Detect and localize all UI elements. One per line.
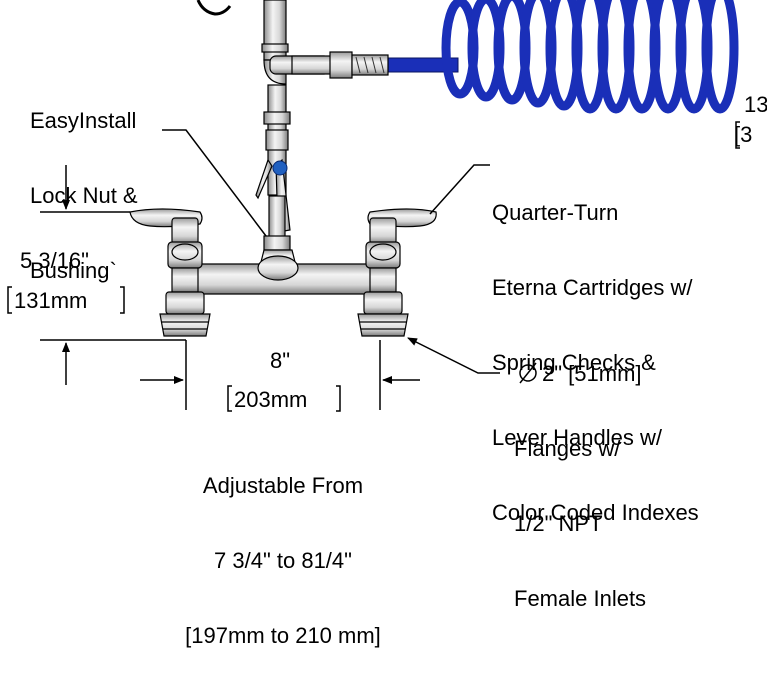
- spec-diagram: EasyInstall Lock Nut & Bushing` Quarter-…: [7, 0, 767, 648]
- lock-nut-label: EasyInstall Lock Nut & Bushing`: [30, 58, 138, 308]
- adjustable-line-1: Adjustable From: [202, 473, 364, 498]
- riser-pipe: [255, 0, 291, 251]
- bridge-pipe: [189, 249, 381, 295]
- right-valve: [357, 208, 437, 337]
- height-mm: 131mm: [14, 288, 88, 313]
- faucet-drawing: [7, 0, 740, 412]
- coiled-hose: [387, 0, 739, 114]
- mm-brackets: [7, 121, 740, 412]
- left-valve: [129, 208, 211, 337]
- hose-coil: [701, 0, 739, 114]
- flange-line-3: 1/2" NPT: [514, 511, 603, 536]
- diameter-icon: [519, 362, 537, 384]
- flange-line-2: Flanges w/: [514, 436, 621, 461]
- cartridge-line-4: Lever Handles w/: [492, 425, 662, 450]
- lock-nut-line-1: EasyInstall: [30, 108, 137, 133]
- height-inches: 5 3/16": [20, 248, 89, 273]
- cartridge-line-2: Eterna Cartridges w/: [492, 275, 693, 300]
- width-mm: 203mm: [234, 387, 308, 412]
- lock-nut-line-2: Lock Nut &: [30, 183, 138, 208]
- cut-off-value-a: 13: [744, 92, 767, 117]
- cut-off-value-b: [3: [734, 122, 753, 147]
- cropped-part-outline: [196, 0, 232, 16]
- flange-line-4: Female Inlets: [514, 586, 647, 611]
- hose-connector: [263, 51, 389, 85]
- adjustable-line-3: [197mm to 210 mm]: [185, 623, 381, 648]
- flange-size: 2" [51mm]: [542, 361, 642, 386]
- dimension-lines: [40, 129, 500, 410]
- cartridge-line-3: Spring Checks &: [492, 350, 656, 375]
- adjustable-line-2: 7 3/4" to 81/4": [214, 548, 352, 573]
- adjustable-label: Adjustable From 7 3/4" to 81/4" [197mm t…: [150, 423, 416, 673]
- flange-label: Flanges w/ 1/2" NPT Female Inlets: [514, 386, 646, 636]
- width-inches: 8": [270, 348, 291, 373]
- index-button: [272, 160, 288, 176]
- lock-nut-line-3: Bushing`: [30, 258, 117, 283]
- cartridge-line-1: Quarter-Turn: [492, 200, 619, 225]
